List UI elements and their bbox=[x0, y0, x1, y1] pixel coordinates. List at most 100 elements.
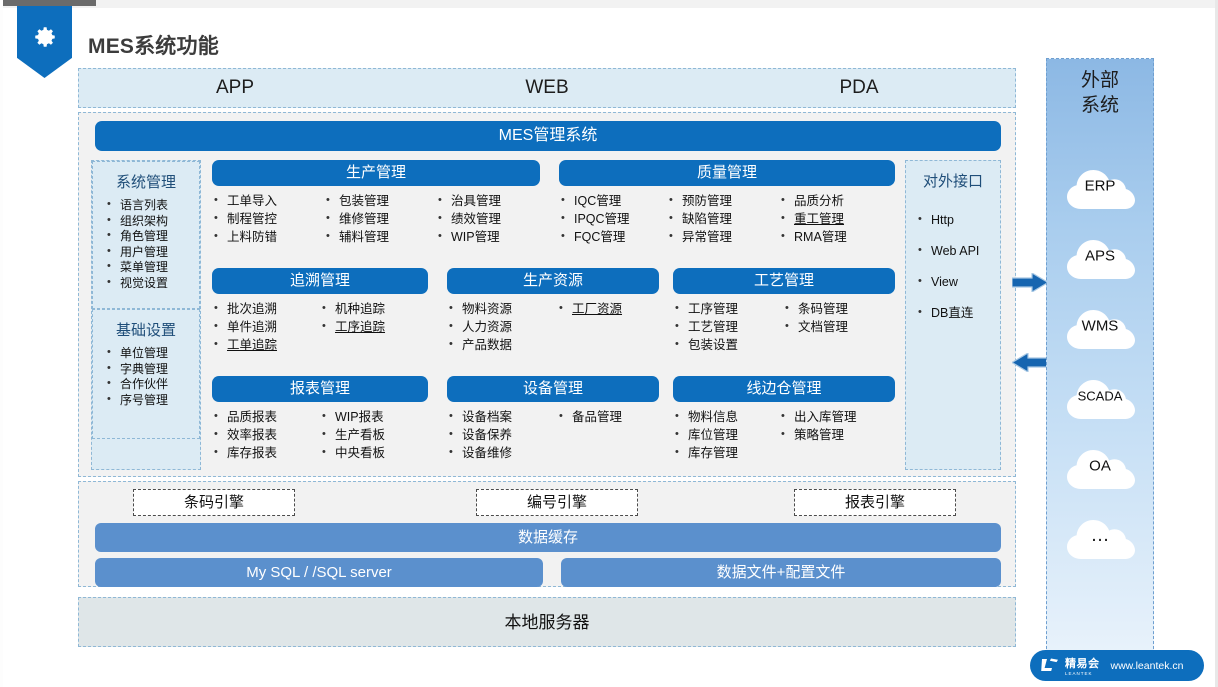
list-item[interactable]: 维修管理 bbox=[324, 209, 436, 228]
list-item[interactable]: 库存管理 bbox=[673, 443, 779, 462]
list-item[interactable]: View bbox=[918, 266, 1000, 298]
list-item[interactable]: 角色管理 bbox=[107, 228, 199, 245]
list-item[interactable]: 工单追踪 bbox=[212, 335, 320, 354]
list-item[interactable]: 文档管理 bbox=[783, 317, 891, 336]
cloud-icon bbox=[1067, 170, 1135, 209]
list-item[interactable]: 产品数据 bbox=[447, 335, 557, 354]
cloud-scada[interactable]: SCADA bbox=[1057, 369, 1143, 421]
list-item[interactable]: 绩效管理 bbox=[436, 209, 540, 228]
list-item[interactable]: 单件追溯 bbox=[212, 317, 320, 336]
page-title: MES系统功能 bbox=[88, 35, 219, 58]
left-edge-rule bbox=[0, 0, 3, 687]
module-title: 生产管理 bbox=[212, 160, 540, 186]
list-item[interactable]: 设备保养 bbox=[447, 425, 557, 444]
list-item[interactable]: WIP管理 bbox=[436, 227, 540, 246]
cloud-icon bbox=[1067, 310, 1135, 349]
cloud-wms[interactable]: WMS bbox=[1057, 299, 1143, 351]
module-column: 物料资源 人力资源 产品数据 bbox=[447, 299, 557, 354]
list-item[interactable]: 工艺管理 bbox=[673, 317, 783, 336]
list-item[interactable]: 库位管理 bbox=[673, 425, 779, 444]
group-basic-settings: 基础设置 单位管理 字典管理 合作伙伴 序号管理 bbox=[92, 309, 200, 439]
list-item[interactable]: 库存报表 bbox=[212, 443, 320, 462]
list-item[interactable]: 包装管理 bbox=[324, 191, 436, 210]
engine-numbering[interactable]: 编号引擎 bbox=[476, 489, 638, 516]
list-item[interactable]: 生产看板 bbox=[320, 425, 424, 444]
data-cache-bar: 数据缓存 bbox=[95, 523, 1001, 552]
engine-barcode[interactable]: 条码引擎 bbox=[133, 489, 295, 516]
list-item[interactable]: IPQC管理 bbox=[559, 209, 667, 228]
list-item[interactable]: RMA管理 bbox=[779, 227, 889, 246]
list-item[interactable]: 制程管控 bbox=[212, 209, 324, 228]
list-item[interactable]: 包装设置 bbox=[673, 335, 783, 354]
list-item[interactable]: 品质分析 bbox=[779, 191, 889, 210]
mes-main-panel: MES管理系统 系统管理 语言列表 组织架构 角色管理 用户管理 菜单管理 视觉… bbox=[78, 112, 1016, 477]
list-item[interactable]: 合作伙伴 bbox=[107, 376, 199, 393]
list-item[interactable]: 组织架构 bbox=[107, 213, 199, 230]
list-item[interactable]: 机种追踪 bbox=[320, 299, 424, 318]
list-item[interactable]: FQC管理 bbox=[559, 227, 667, 246]
list-item[interactable]: 物料信息 bbox=[673, 407, 779, 426]
list-item[interactable]: 设备维修 bbox=[447, 443, 557, 462]
list-item[interactable]: 工单导入 bbox=[212, 191, 324, 210]
mes-system-bar: MES管理系统 bbox=[95, 121, 1001, 151]
list-item[interactable]: 工厂资源 bbox=[557, 299, 657, 318]
list-item[interactable]: 视觉设置 bbox=[107, 275, 199, 292]
brand-url: www.leantek.cn bbox=[1110, 659, 1184, 672]
list-item[interactable]: DB直连 bbox=[918, 297, 1000, 329]
list-item[interactable]: 品质报表 bbox=[212, 407, 320, 426]
module-title: 报表管理 bbox=[212, 376, 428, 402]
channel-pda[interactable]: PDA bbox=[839, 77, 879, 98]
channel-band: APP WEB PDA bbox=[78, 68, 1016, 108]
cloud-aps[interactable]: APS bbox=[1057, 229, 1143, 281]
list-item[interactable]: 预防管理 bbox=[667, 191, 779, 210]
list-item[interactable]: 工序追踪 bbox=[320, 317, 424, 336]
brand-name: 精易会 LEANTEK bbox=[1065, 658, 1100, 676]
list-item[interactable]: 语言列表 bbox=[107, 197, 199, 214]
list-item[interactable]: 条码管理 bbox=[783, 299, 891, 318]
list-item[interactable]: 单位管理 bbox=[107, 345, 199, 362]
list-item[interactable]: 重工管理 bbox=[779, 209, 889, 228]
local-server-bar: 本地服务器 bbox=[78, 597, 1016, 647]
list-item[interactable]: 字典管理 bbox=[107, 361, 199, 378]
list-item[interactable]: 异常管理 bbox=[667, 227, 779, 246]
module-column: 包装管理 维修管理 辅料管理 bbox=[324, 191, 436, 246]
module-column: 条码管理 文档管理 bbox=[783, 299, 891, 354]
list-item[interactable]: 效率报表 bbox=[212, 425, 320, 444]
list-item[interactable]: 物料资源 bbox=[447, 299, 557, 318]
list-item[interactable]: 批次追溯 bbox=[212, 299, 320, 318]
cloud-oa[interactable]: OA bbox=[1057, 439, 1143, 491]
module-column: 备品管理 bbox=[557, 407, 657, 462]
list-item[interactable]: 人力资源 bbox=[447, 317, 557, 336]
engine-report[interactable]: 报表引擎 bbox=[794, 489, 956, 516]
list-item[interactable]: 辅料管理 bbox=[324, 227, 436, 246]
list-item[interactable]: 工序管理 bbox=[673, 299, 783, 318]
module-title: 线边仓管理 bbox=[673, 376, 895, 402]
list-item[interactable]: 策略管理 bbox=[779, 425, 891, 444]
cloud-more[interactable]: … bbox=[1057, 509, 1143, 561]
list-item[interactable]: 治具管理 bbox=[436, 191, 540, 210]
brand-logo[interactable]: 精易会 LEANTEK www.leantek.cn bbox=[1030, 650, 1204, 681]
list-item[interactable]: 用户管理 bbox=[107, 244, 199, 261]
channel-web[interactable]: WEB bbox=[525, 77, 569, 98]
list-item[interactable]: 设备档案 bbox=[447, 407, 557, 426]
module-column: IQC管理 IPQC管理 FQC管理 bbox=[559, 191, 667, 246]
right-edge-rule bbox=[1215, 0, 1218, 687]
list-item[interactable]: WIP报表 bbox=[320, 407, 424, 426]
module-column: 机种追踪 工序追踪 bbox=[320, 299, 424, 354]
list-item[interactable]: Http bbox=[918, 204, 1000, 236]
cloud-erp[interactable]: ERP bbox=[1057, 159, 1143, 211]
list-item[interactable]: 上料防错 bbox=[212, 227, 324, 246]
list-item[interactable]: 出入库管理 bbox=[779, 407, 891, 426]
cloud-icon bbox=[1067, 240, 1135, 279]
list-item[interactable]: 缺陷管理 bbox=[667, 209, 779, 228]
module-column: 出入库管理 策略管理 bbox=[779, 407, 891, 462]
list-item[interactable]: 序号管理 bbox=[107, 392, 199, 409]
list-item[interactable]: 菜单管理 bbox=[107, 259, 199, 276]
channel-app[interactable]: APP bbox=[215, 77, 255, 98]
module-column: 工单导入 制程管控 上料防错 bbox=[212, 191, 324, 246]
list-item[interactable]: Web API bbox=[918, 235, 1000, 267]
database-files: 数据文件+配置文件 bbox=[561, 558, 1001, 587]
list-item[interactable]: 中央看板 bbox=[320, 443, 424, 462]
list-item[interactable]: 备品管理 bbox=[557, 407, 657, 426]
list-item[interactable]: IQC管理 bbox=[559, 191, 667, 210]
